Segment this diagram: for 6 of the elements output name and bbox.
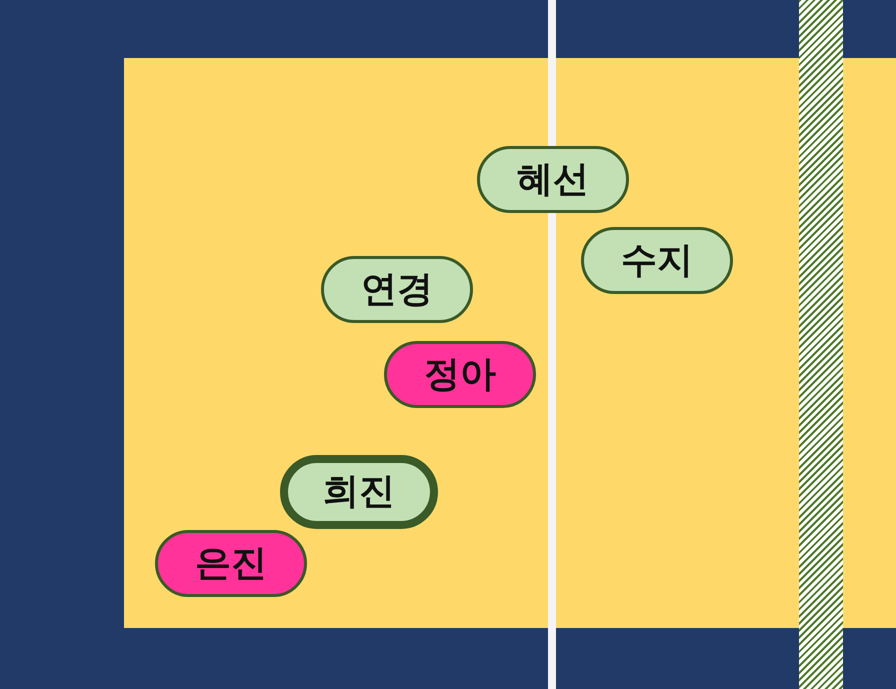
name-label: 정아 bbox=[424, 356, 496, 392]
name-label: 연경 bbox=[361, 272, 433, 308]
name-label: 수지 bbox=[621, 242, 693, 278]
name-label: 은진 bbox=[195, 546, 267, 582]
name-label: 혜선 bbox=[517, 162, 589, 198]
name-label: 희진 bbox=[323, 474, 395, 510]
